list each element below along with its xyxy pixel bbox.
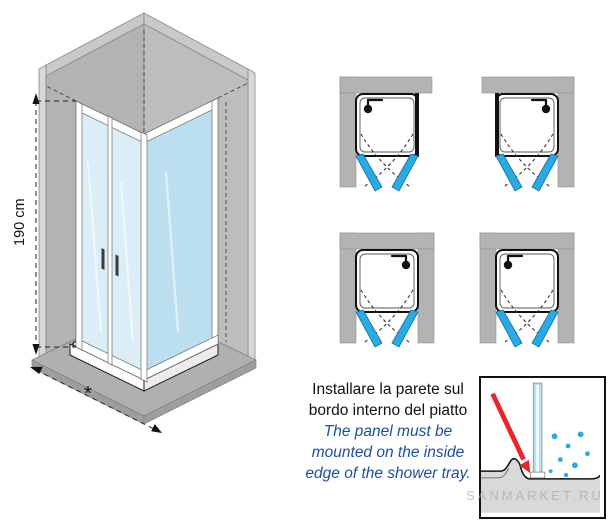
water-droplets-icon [548, 431, 590, 478]
instruction-english-line1: The panel must be [323, 423, 453, 440]
shower-head-icon [363, 98, 384, 114]
glass-panel-section [530, 382, 546, 479]
open-door-panel [531, 309, 559, 348]
shower-tray-plan [355, 93, 419, 157]
wall-left [339, 76, 357, 188]
shower-tray-plan [355, 249, 419, 313]
wall-left [479, 232, 497, 344]
height-dimension-label: 190 cm [12, 198, 28, 246]
dimension-annotations: 190 cm * [12, 30, 249, 433]
side-glass-panel [143, 97, 219, 381]
double-swing-doors [75, 100, 148, 383]
open-door-panel [355, 309, 383, 348]
wall-top [481, 76, 575, 94]
wall-top [479, 232, 575, 250]
tray-cross-section [481, 458, 600, 513]
shower-head-icon [530, 98, 551, 114]
open-door-panel [531, 153, 559, 192]
topview-corner-right [481, 76, 575, 192]
topview-corner-left [339, 76, 433, 192]
instruction-english-line3: edge of the shower tray. [305, 465, 471, 482]
open-door-panel [495, 153, 523, 192]
wall-right [557, 76, 575, 188]
wall-left [339, 232, 357, 344]
instruction-italian-line1: Installare la parete sul [312, 381, 464, 398]
width-asterisk-label: * [84, 383, 92, 405]
shower-head-icon [503, 254, 524, 270]
isometric-shower-enclosure-diagram: 190 cm * [12, 12, 257, 433]
topview-niche-shower-left [479, 232, 575, 348]
shower-tray-plan [495, 249, 559, 313]
shower-head-icon [390, 254, 411, 270]
wall-right [557, 232, 575, 344]
open-door-panel [495, 309, 523, 348]
fixed-side-panel [415, 93, 419, 157]
wall-right [417, 232, 435, 344]
open-door-panel [355, 153, 383, 192]
fixed-side-panel [495, 93, 499, 157]
mounting-detail-box [479, 376, 606, 519]
instruction-italian-line2: bordo interno del piatto [308, 402, 468, 419]
open-door-panel [391, 153, 419, 192]
wall-top [339, 232, 435, 250]
topview-niche-shower-right [339, 232, 435, 348]
door-handle-icon [101, 248, 105, 270]
mounting-detail-diagram [481, 378, 600, 513]
installation-instructions: Installare la parete sul bordo interno d… [290, 379, 486, 484]
red-arrow-icon [490, 392, 531, 474]
door-handle-icon [115, 254, 119, 277]
open-door-panel [391, 309, 419, 348]
wall-top [339, 76, 433, 94]
shower-tray-plan [495, 93, 559, 157]
instruction-english-line2: mounted on the inside [311, 444, 465, 461]
